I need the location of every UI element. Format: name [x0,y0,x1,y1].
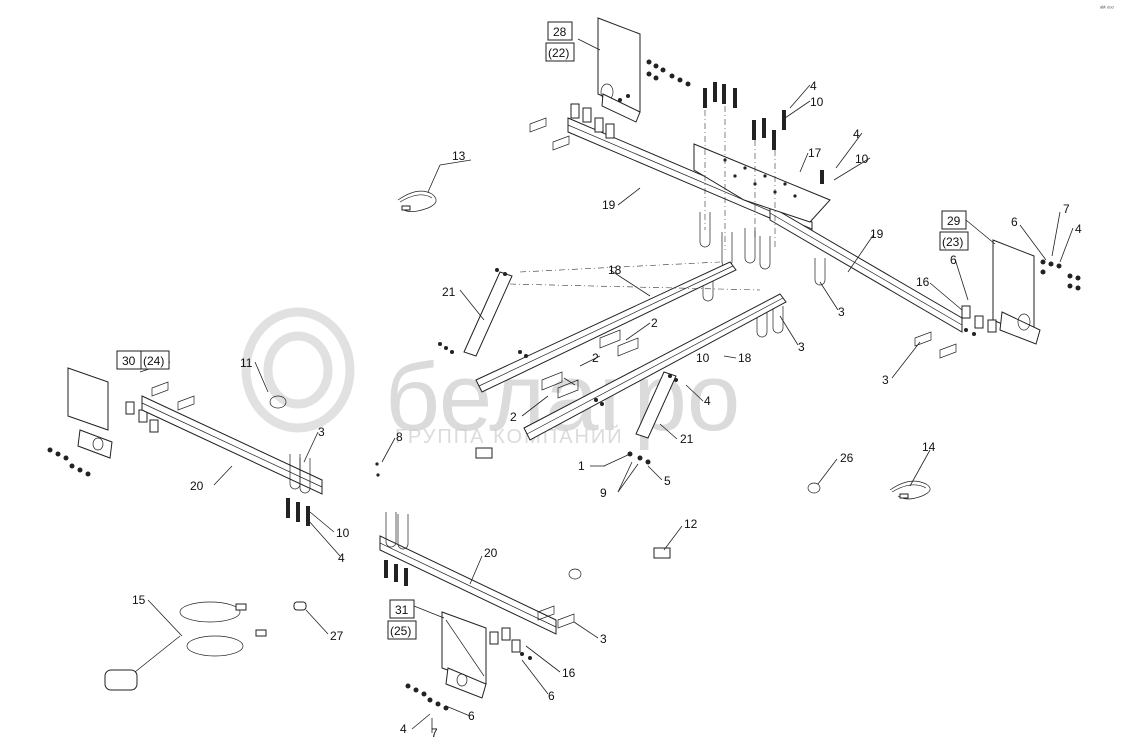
box-25: (25) [390,624,411,638]
label-6-a: 6 [1011,215,1018,229]
label-19-a: 19 [602,198,616,212]
beams-18-center [475,261,787,441]
label-11: 11 [240,356,253,370]
label-6-b: 6 [950,253,957,267]
box-22: (22) [548,46,569,60]
label-14: 14 [922,440,936,454]
u-bolts-upper [699,212,826,338]
label-15: 15 [132,593,146,607]
reflector-plate-30 [47,367,195,477]
label-8: 8 [396,430,403,444]
label-18-b: 18 [738,351,752,365]
label-20-a: 20 [190,479,204,493]
label-4-d: 4 [704,394,711,408]
label-5: 5 [664,474,671,488]
cable-14 [889,480,931,500]
arms-21 [438,268,678,439]
box-24: (24) [143,354,164,368]
watermark-tagline: ГРУППА КОМПАНИЙ [395,424,624,448]
label-3-c: 3 [882,373,889,387]
label-27: 27 [330,629,344,643]
clamp-group-top-left [529,103,615,151]
beam-20-left [141,395,323,526]
box-23: (23) [942,235,963,249]
corner-reference: ᵃᴹ ᵒᵒᵒ [1100,5,1114,12]
label-19-b: 19 [870,227,884,241]
watermark-brand: белагро [385,344,740,451]
label-10-c: 10 [696,351,710,365]
label-4-e: 4 [338,551,345,565]
boxed-labels: 28 (22) 29 (23) 30 (24) 31 (25) [116,21,969,640]
label-16-b: 16 [562,666,576,680]
box-31: 31 [395,603,409,617]
label-21-a: 21 [442,285,456,299]
watermark: белагро ГРУППА КОМПАНИЙ [241,307,740,451]
label-4-b: 4 [853,127,860,141]
label-2-c: 2 [510,410,517,424]
label-2-b: 2 [592,351,599,365]
box-28: 28 [553,25,567,39]
callout-labels: 13 19 18 21 11 4 10 4 17 10 19 3 3 3 6 7… [132,79,1082,740]
label-3-b: 3 [798,340,805,354]
reflector-plate-29 [914,239,1081,359]
label-2-a: 2 [651,316,658,330]
label-12: 12 [684,517,698,531]
label-26: 26 [840,451,854,465]
box-30: 30 [122,354,136,368]
label-10-d: 10 [336,526,350,540]
label-9: 9 [600,486,607,500]
beam-20-lower [379,512,575,635]
leader-lines [139,38,1074,733]
label-1: 1 [578,459,585,473]
label-7-a: 7 [1063,202,1070,216]
label-3-d: 3 [318,425,325,439]
label-3-a: 3 [838,305,845,319]
loose-parts [269,395,821,611]
label-4-c: 4 [1075,222,1082,236]
label-16-a: 16 [916,275,930,289]
bolt-1-assembly [603,451,651,467]
label-4-a: 4 [810,79,817,93]
label-13: 13 [452,149,466,163]
label-10-a: 10 [810,95,824,109]
label-17: 17 [808,146,822,160]
label-6-c: 6 [548,689,555,703]
beam-19-upper [567,117,963,333]
box-29: 29 [947,214,961,228]
label-6-d: 6 [468,709,475,723]
mounting-plate-17 [693,82,831,250]
label-4-f: 4 [400,722,407,736]
label-3-e: 3 [600,632,607,646]
label-21-b: 21 [680,432,694,446]
label-18-a: 18 [608,263,622,277]
reflector-plate-28 [597,17,691,123]
reflector-plate-31 [405,611,532,711]
label-10-b: 10 [855,152,869,166]
label-7-b: 7 [431,726,438,740]
cable-15 [104,601,267,691]
label-20-b: 20 [484,546,498,560]
cable-13 [397,190,437,212]
